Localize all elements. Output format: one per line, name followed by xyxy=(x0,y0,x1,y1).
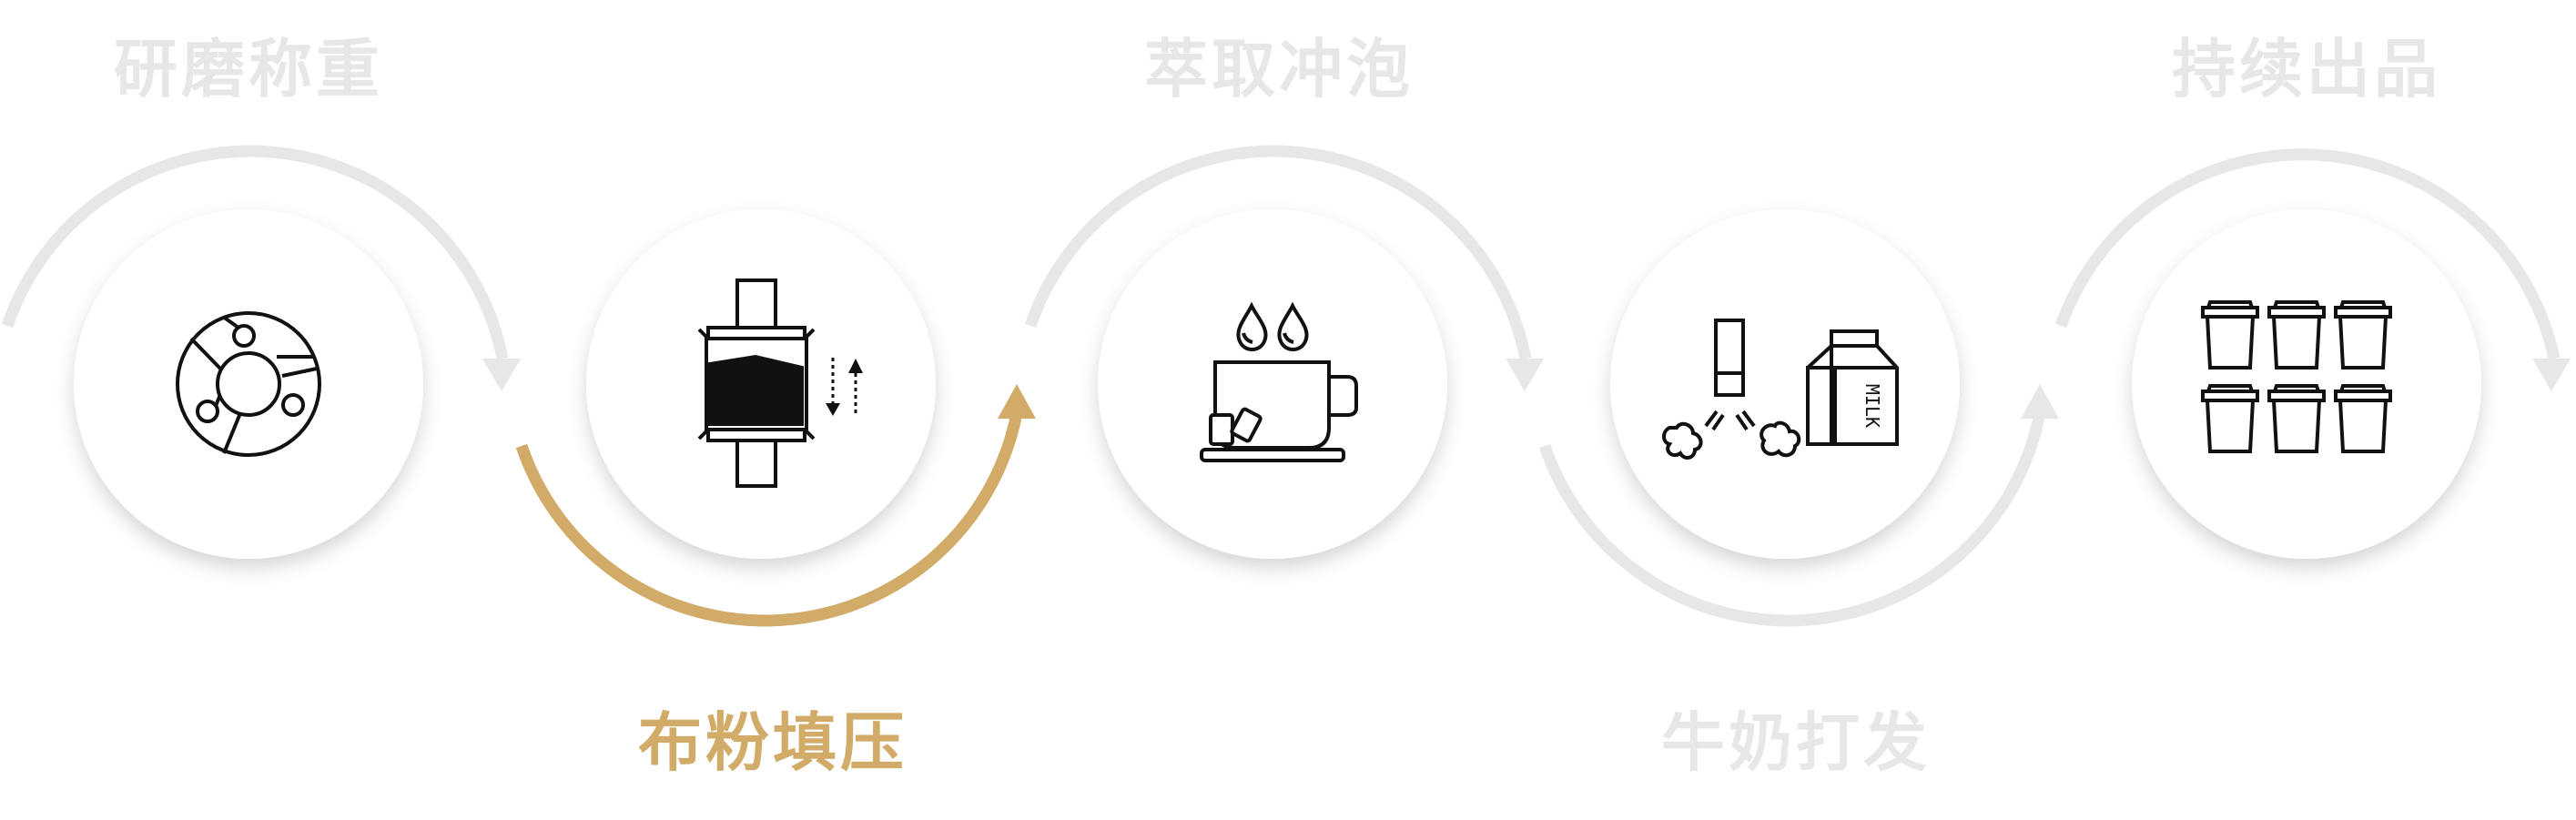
tamper-press-icon xyxy=(697,278,863,488)
cup-icon xyxy=(2201,384,2259,453)
connector-arc-2-active xyxy=(515,384,1036,627)
connector-arc-5 xyxy=(2054,148,2571,391)
cup-icon xyxy=(2201,300,2259,370)
cup-icon xyxy=(2334,384,2392,453)
cups-grid-icon xyxy=(2201,300,2392,453)
cup-icon xyxy=(2334,300,2392,370)
connector-arc-3 xyxy=(1024,145,1544,391)
step-circle-4 xyxy=(1610,209,1960,559)
milk-carton-label: MILK xyxy=(1861,384,1883,428)
step-label-1: 研磨称重 xyxy=(114,32,383,106)
grinder-disc-icon xyxy=(176,311,321,457)
step-label-4: 牛奶打发 xyxy=(1661,705,1931,780)
step-label-2: 布粉填压 xyxy=(638,705,908,780)
coffee-cup-icon xyxy=(1200,301,1358,462)
step-circle-1 xyxy=(74,209,423,559)
cup-icon xyxy=(2267,300,2326,370)
connector-arc-1 xyxy=(1,145,521,391)
milk-steam-icon: MILK xyxy=(1662,319,1899,460)
connector-arc-4 xyxy=(1538,384,2059,627)
step-label-5: 持续出品 xyxy=(2172,32,2441,106)
step-circle-3 xyxy=(1098,209,1447,559)
step-label-3: 萃取冲泡 xyxy=(1144,32,1414,106)
cup-icon xyxy=(2267,384,2326,453)
